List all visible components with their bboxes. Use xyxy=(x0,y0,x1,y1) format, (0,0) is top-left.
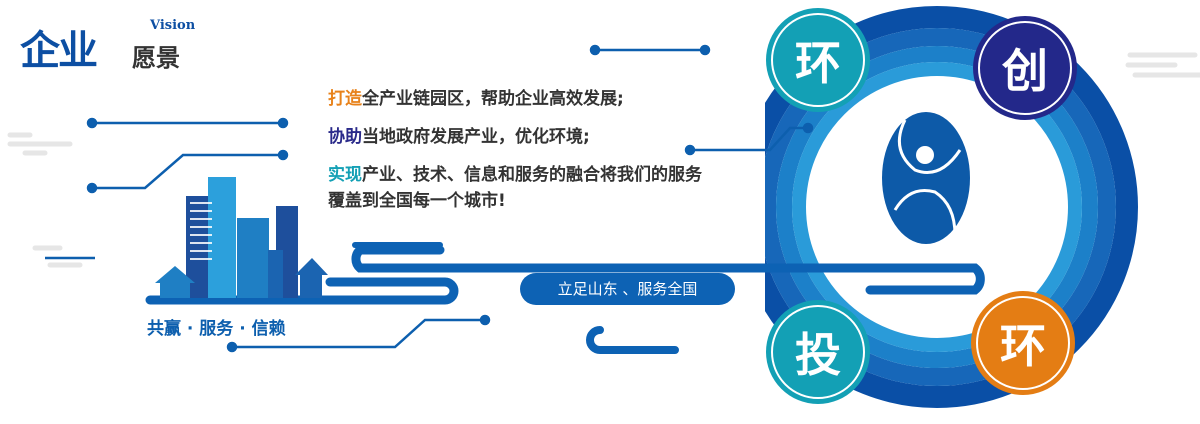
logo-title: 企业 xyxy=(20,27,98,74)
ring-band xyxy=(776,46,1098,368)
statement-4: 覆盖到全国每一个城市! xyxy=(328,191,506,211)
logo-subtitle: 愿景 xyxy=(132,43,180,72)
speed-lines xyxy=(7,52,1200,268)
statement-3: 实现产业、技术、信息和服务的融合将我们的服务 xyxy=(328,165,702,185)
badge-chuang: 创 xyxy=(973,16,1077,120)
emblem-logo-icon xyxy=(882,112,970,244)
ring-band xyxy=(765,28,1116,386)
badge-huan-2: 环 xyxy=(971,291,1075,395)
statement-2: 协助当地政府发展产业，优化环境; xyxy=(328,127,590,147)
slogan-pill: 立足山东 、服务全国 xyxy=(520,273,735,305)
circuit-lines xyxy=(45,44,814,353)
city-buildings-icon xyxy=(155,177,328,298)
ring-band xyxy=(765,6,1138,408)
badge-tou: 投 xyxy=(766,300,870,404)
motto-text: 共赢 · 服务 · 信赖 xyxy=(147,319,286,339)
logo-english: Vision xyxy=(150,18,196,33)
ring-graphic xyxy=(765,6,1138,408)
swoosh-lines xyxy=(145,242,985,354)
ring-band xyxy=(792,62,1082,352)
badge-huan-1: 环 xyxy=(766,8,870,112)
statement-1: 打造全产业链园区，帮助企业高效发展; xyxy=(328,89,624,109)
